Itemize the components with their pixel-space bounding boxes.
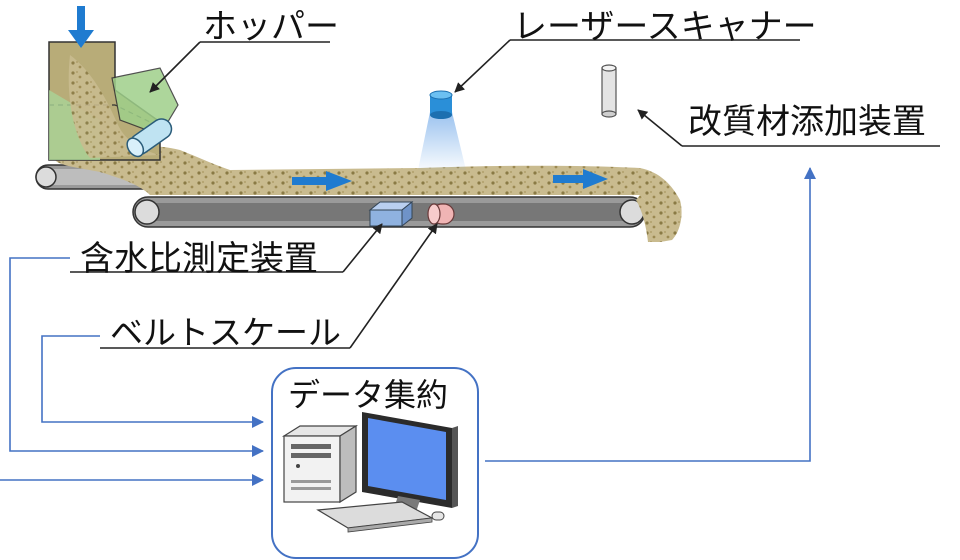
hopper-label: ホッパー	[203, 7, 339, 47]
additive-device-label: 改質材添加装置	[688, 102, 926, 142]
moisture-meter-icon	[368, 200, 414, 228]
leader-lines	[70, 39, 940, 349]
keyboard-icon	[316, 501, 445, 533]
moisture-meter-label: 含水比測定装置	[80, 239, 318, 279]
flow-arrow-icon	[553, 169, 608, 189]
signal-lines	[0, 167, 816, 486]
additive-device-icon	[601, 64, 617, 118]
flow-arrow-icon	[292, 171, 352, 191]
feed-arrow-icon	[68, 6, 94, 48]
computer-tower-icon	[281, 424, 359, 504]
belt-scale-label: ベルトスケール	[110, 313, 341, 352]
monitor-icon	[362, 412, 458, 512]
hopper	[48, 41, 179, 161]
data-aggregation-label: データ集約	[288, 376, 449, 414]
belt-scale-icon	[427, 203, 455, 225]
laser-scanner-label: レーザースキャナー	[513, 7, 817, 47]
soil-material	[55, 145, 682, 242]
laser-scanner-icon	[418, 90, 466, 170]
